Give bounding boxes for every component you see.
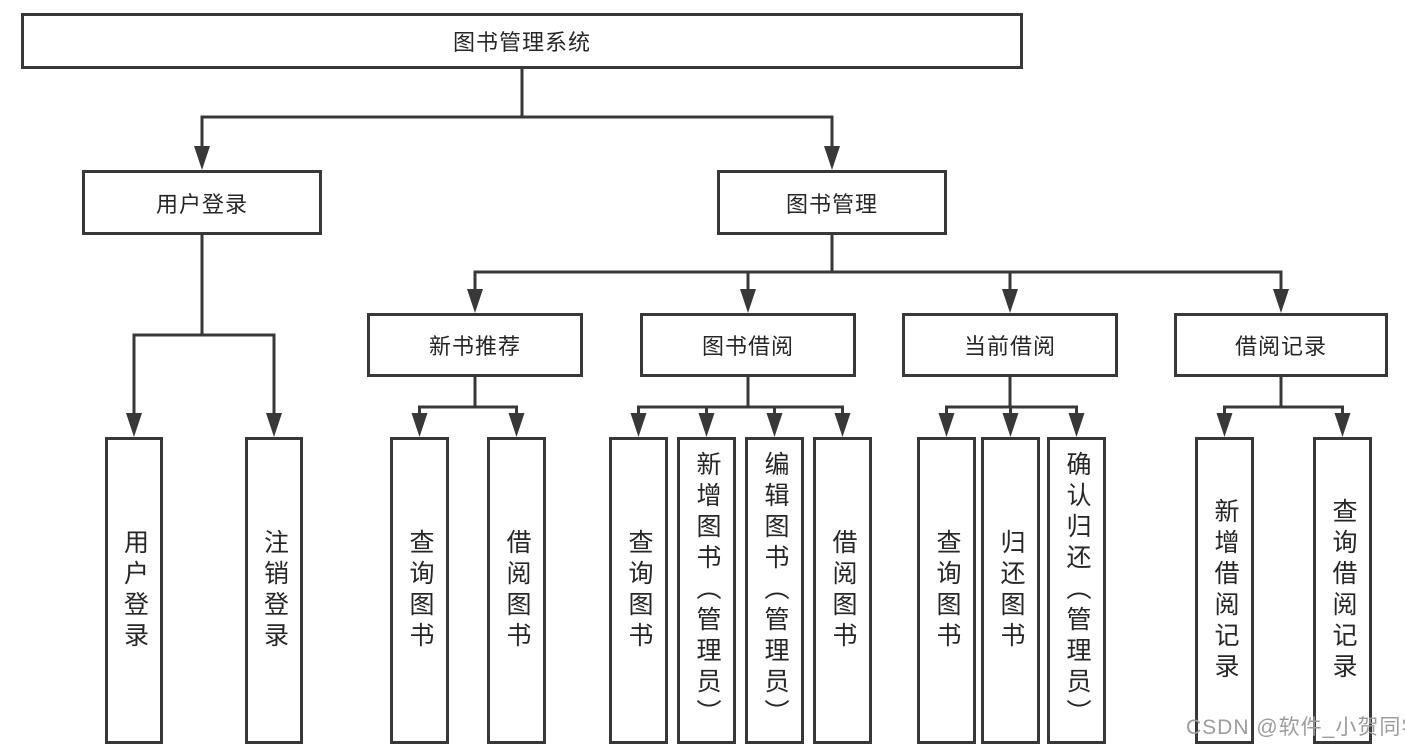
connector-root-to-level2: [194, 67, 840, 170]
leaf-query-books-current-label: 查询图书: [933, 528, 961, 653]
node-user-login-label: 用户登录: [155, 191, 248, 217]
leaf-query-books-current: 查询图书: [917, 437, 976, 744]
leaf-borrow-books-borrowing: 借阅图书: [813, 437, 872, 744]
leaf-return-books: 归还图书: [981, 437, 1040, 744]
leaf-user-login-label: 用户登录: [120, 528, 149, 653]
leaf-add-book-admin-label: 新增图书（管理员）: [693, 451, 721, 730]
leaf-borrow-books-borrowing-label: 借阅图书: [829, 528, 857, 653]
node-book-borrowing-label: 图书借阅: [701, 334, 794, 359]
leaf-logout-label: 注销登录: [260, 528, 289, 653]
connector-book-borrowing-children: [630, 375, 851, 437]
leaf-user-login: 用户登录: [105, 437, 163, 744]
leaf-query-books-recommend-label: 查询图书: [406, 528, 434, 653]
leaf-query-books-recommend: 查询图书: [390, 437, 449, 744]
node-new-book-recommend: 新书推荐: [367, 313, 583, 377]
node-new-book-recommend-label: 新书推荐: [428, 334, 521, 359]
connector-new-book-recommend-children: [411, 375, 525, 437]
connector-borrowing-records-children: [1216, 375, 1351, 437]
leaf-add-book-admin: 新增图书（管理员）: [677, 437, 736, 744]
leaf-logout: 注销登录: [245, 437, 303, 744]
node-borrowing-records-label: 借阅记录: [1234, 334, 1327, 359]
leaf-return-books-label: 归还图书: [997, 528, 1025, 653]
leaf-edit-book-admin: 编辑图书（管理员）: [745, 437, 804, 744]
connector-current-borrowing-children: [938, 375, 1085, 437]
node-book-management-label: 图书管理: [785, 191, 878, 217]
leaf-query-borrow-record-label: 查询借阅记录: [1329, 497, 1357, 684]
leaf-add-borrow-record: 新增借阅记录: [1195, 437, 1254, 744]
leaf-confirm-return-admin: 确认归还（管理员）: [1047, 437, 1106, 744]
leaf-borrow-books-recommend-label: 借阅图书: [503, 528, 531, 653]
node-user-login: 用户登录: [82, 170, 322, 235]
node-book-borrowing: 图书借阅: [640, 313, 856, 377]
node-current-borrowing: 当前借阅: [902, 313, 1118, 377]
leaf-query-borrow-record: 查询借阅记录: [1313, 437, 1372, 744]
node-current-borrowing-label: 当前借阅: [963, 334, 1056, 359]
watermark: CSDN @软件_小贺同学: [1186, 716, 1405, 739]
node-book-management: 图书管理: [717, 170, 947, 235]
leaf-borrow-books-recommend: 借阅图书: [487, 437, 546, 744]
leaf-query-books-borrowing-label: 查询图书: [625, 528, 653, 653]
leaf-confirm-return-admin-label: 确认归还（管理员）: [1063, 451, 1091, 730]
leaf-query-books-borrowing: 查询图书: [609, 437, 668, 744]
node-root-label: 图书管理系统: [452, 30, 591, 55]
leaf-edit-book-admin-label: 编辑图书（管理员）: [761, 451, 789, 730]
connector-user-login-children: [126, 233, 282, 437]
connector-book-management-children: [467, 233, 1289, 313]
leaf-add-borrow-record-label: 新增借阅记录: [1211, 497, 1239, 684]
node-borrowing-records: 借阅记录: [1174, 313, 1388, 377]
node-root: 图书管理系统: [21, 13, 1023, 69]
